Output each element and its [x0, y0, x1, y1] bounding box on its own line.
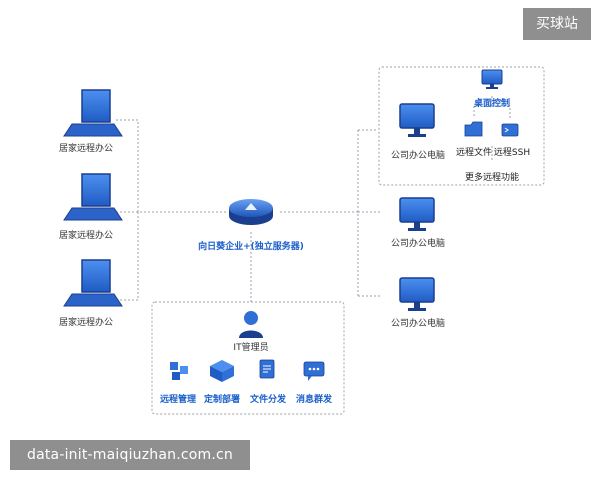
office-label-2: 公司办公电脑: [391, 237, 445, 249]
admin-function-1: 远程管理: [160, 393, 196, 405]
desktop-control-icon: [481, 69, 503, 89]
admin-user-icon: [239, 311, 263, 338]
monitor-icon: [399, 103, 435, 137]
server-label: 向日葵企业+(独立服务器): [198, 240, 304, 252]
folder-icon: [464, 121, 483, 137]
office-label-3: 公司办公电脑: [391, 317, 445, 329]
laptop-icon: [63, 259, 123, 307]
admin-function-4: 消息群发: [296, 393, 333, 405]
server-icon: [229, 199, 273, 225]
monitor-icon: [399, 197, 435, 231]
office-label-1: 公司办公电脑: [391, 149, 445, 161]
file-distribute-icon: [259, 359, 275, 379]
monitor-icon: [399, 277, 435, 311]
admin-label: IT管理员: [233, 341, 268, 353]
terminal-icon: [501, 123, 519, 137]
admin-function-2: 定制部署: [203, 393, 240, 405]
connector-home-1: [116, 119, 139, 212]
watermark-bottom-left: data-init-maiqiuzhan.com.cn: [10, 440, 250, 470]
connectors: [116, 96, 511, 302]
custom-deploy-icon: [210, 360, 234, 382]
home-label-2: 居家远程办公: [59, 229, 113, 241]
desktop-control-label: 桌面控制: [474, 97, 510, 109]
watermark-top-right: 买球站: [523, 8, 591, 40]
message-broadcast-icon: [303, 361, 325, 381]
connector-control-ssh: [492, 105, 511, 118]
laptop-icon: [63, 173, 123, 221]
remote-file-label: 远程文件: [456, 146, 492, 158]
admin-function-3: 文件分发: [249, 393, 287, 405]
connector-control-file: [473, 96, 493, 118]
more-functions-label: 更多远程功能: [465, 171, 519, 183]
home-label-1: 居家远程办公: [59, 142, 113, 154]
home-label-3: 居家远程办公: [59, 316, 113, 328]
connector-home-3: [116, 212, 139, 301]
remote-ssh-label: 远程SSH: [494, 147, 530, 158]
remote-manage-icon: [170, 362, 188, 380]
laptop-icon: [63, 89, 123, 137]
admin-functions-box: [151, 301, 345, 415]
